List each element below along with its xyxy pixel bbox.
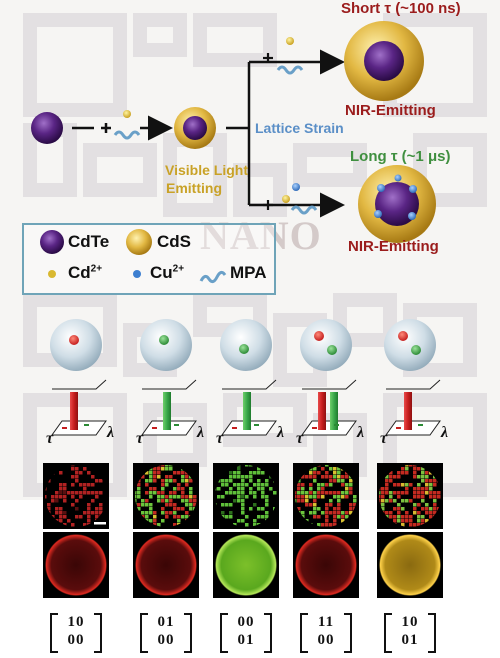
lambda-axis-label: λ <box>107 424 115 441</box>
matrix-row-1: 10 <box>401 614 419 630</box>
tau-axis-label: τ <box>296 430 304 447</box>
mpa-ligand-icon <box>290 205 318 215</box>
visible-light-label-line2: Emitting <box>166 180 222 196</box>
legend-label-cd: Cd2+ <box>68 263 103 282</box>
green-intensity-bar <box>243 392 251 430</box>
synthesis-diagram <box>31 21 436 243</box>
matrix-row-2: 00 <box>67 632 85 648</box>
tau-axis-label: τ <box>46 430 54 447</box>
green-emitter-dot <box>159 335 169 345</box>
lambda-axis-label: λ <box>357 424 365 441</box>
matrix-row-1: 11 <box>317 614 335 630</box>
cd-ion-dot-icon <box>48 270 56 278</box>
lambda-axis-label: λ <box>277 424 285 441</box>
red-intensity-bar <box>404 392 412 430</box>
green-intensity-bar <box>163 392 171 430</box>
red-emitter-dot <box>398 331 408 341</box>
cd-ion-dot <box>123 110 131 118</box>
visible-light-label-line1: Visible Light <box>165 162 248 178</box>
legend-label-mpa: MPA <box>230 263 267 282</box>
legend-label-cu: Cu2+ <box>150 263 185 282</box>
cdte-core-sphere <box>31 112 63 144</box>
matrix-row-1: 00 <box>237 614 255 630</box>
emission-pattern-image <box>377 463 443 529</box>
mpa-ligand-icon <box>113 130 141 140</box>
encoding-column-1 <box>43 319 109 598</box>
microsphere-image <box>213 532 279 598</box>
matrix-row-2: 01 <box>401 632 419 648</box>
red-intensity-bar <box>70 392 78 430</box>
microsphere-image <box>293 532 359 598</box>
green-emitter-dot <box>327 345 337 355</box>
lattice-strain-label: Lattice Strain <box>255 120 344 136</box>
red-emitter-dot <box>314 331 324 341</box>
matrix-row-2: 00 <box>157 632 175 648</box>
microsphere-image <box>377 532 443 598</box>
cds-sphere-icon <box>126 229 152 255</box>
lambda-axis-label: λ <box>197 424 205 441</box>
mpa-ligand-icon <box>199 270 227 284</box>
scale-bar <box>94 522 106 525</box>
cd-ion-dot <box>286 37 294 45</box>
encoding-column-4 <box>293 319 359 598</box>
tau-axis-label: τ <box>216 430 224 447</box>
base-plane <box>51 420 107 436</box>
host-sphere <box>384 319 436 371</box>
encoding-panel <box>43 319 443 598</box>
mpa-ligand-icon <box>276 65 304 75</box>
encoding-column-5 <box>377 319 443 598</box>
red-emitter-dot <box>69 335 79 345</box>
nano-watermark: NANO <box>200 213 322 258</box>
base-plane <box>301 420 357 436</box>
red-intensity-bar <box>318 392 326 430</box>
tau-axis-label: τ <box>136 430 144 447</box>
tau-axis-label: τ <box>380 430 388 447</box>
legend-label-cdte: CdTe <box>68 232 110 251</box>
host-sphere <box>140 319 192 371</box>
host-sphere <box>300 319 352 371</box>
short-tau-label: Short τ (~100 ns) <box>341 0 461 17</box>
cdte-sphere-icon <box>40 230 64 254</box>
encoding-column-2 <box>133 319 199 598</box>
microsphere-image <box>43 532 109 598</box>
matrix-row-1: 01 <box>157 614 175 630</box>
emission-pattern-image <box>133 463 199 529</box>
nir-emitting-bottom-label: NIR-Emitting <box>348 238 439 255</box>
encoding-column-3 <box>213 319 279 598</box>
green-intensity-bar <box>330 392 338 430</box>
legend: CdTe CdS Cd2+ Cu2+ MPA <box>22 223 276 295</box>
long-tau-label: Long τ (~1 μs) <box>350 148 451 165</box>
matrix-row-2: 01 <box>237 632 255 648</box>
cu-ion-dot <box>292 183 300 191</box>
base-plane <box>385 420 441 436</box>
emission-pattern-image <box>293 463 359 529</box>
green-emitter-dot <box>239 344 249 354</box>
emission-pattern-image <box>43 463 109 529</box>
host-sphere <box>50 319 102 371</box>
microsphere-image <box>133 532 199 598</box>
matrix-row-1: 10 <box>67 614 85 630</box>
lambda-axis-label: λ <box>441 424 449 441</box>
matrix-row-2: 00 <box>317 632 335 648</box>
legend-label-cds: CdS <box>157 232 191 251</box>
cd-ion-dot <box>282 195 290 203</box>
nir-emitting-top-label: NIR-Emitting <box>345 102 436 119</box>
green-emitter-dot <box>411 345 421 355</box>
emission-pattern-image <box>213 463 279 529</box>
cu-ion-dot-icon <box>133 270 141 278</box>
